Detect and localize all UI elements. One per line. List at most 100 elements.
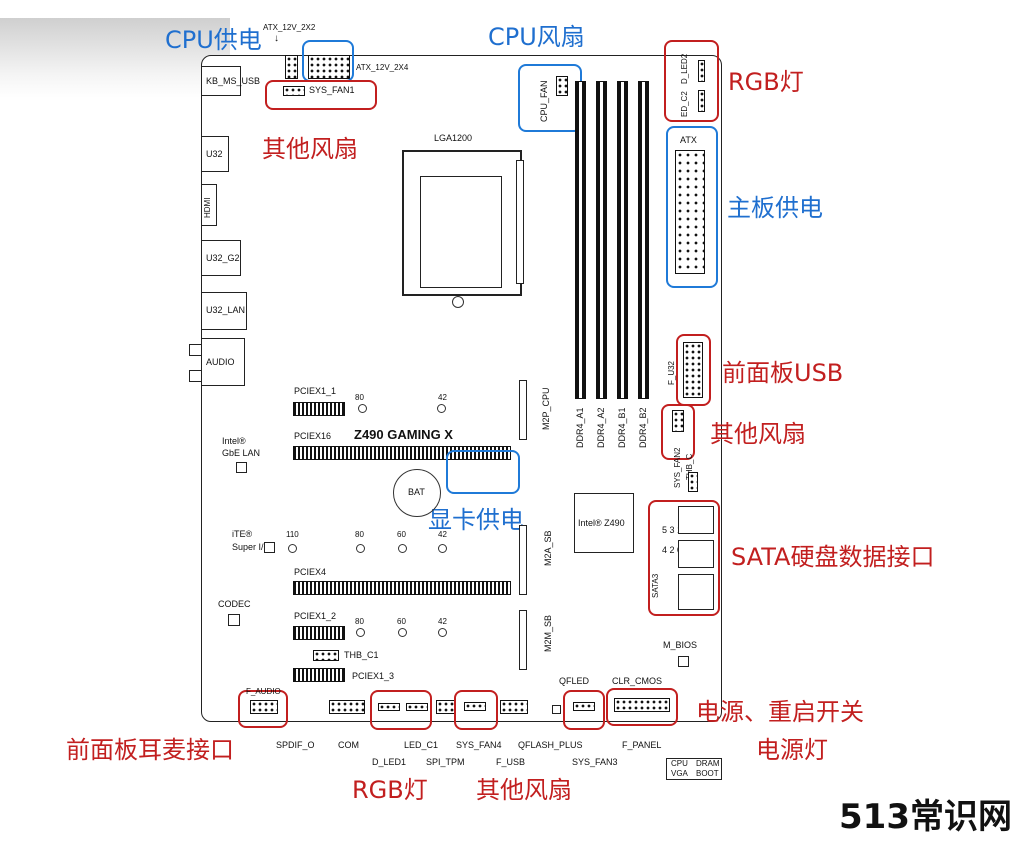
m-bios-label: M_BIOS	[663, 640, 698, 650]
dimm-slot-a1	[575, 81, 586, 399]
super-io-label: Super I/O	[232, 542, 271, 552]
atx-12v-2x2-arrow: ↓	[274, 33, 279, 44]
f-u32-label: F_U32	[667, 360, 676, 385]
sata-ports-top: 5 3 1	[662, 525, 683, 535]
dimm-slot-b1	[617, 81, 628, 399]
mount-hole-b	[437, 404, 446, 413]
spi-tpm-header	[436, 700, 456, 714]
board-model-label: Z490 GAMING X	[354, 427, 453, 442]
dimm-slot-b2	[638, 81, 649, 399]
m2p-cpu-label: M2P_CPU	[541, 387, 551, 430]
ddr4-a1-label: DDR4_A1	[575, 407, 585, 448]
cpu-fan-callout: CPU风扇	[488, 23, 585, 51]
gbe-lan-label: GbE LAN	[222, 448, 261, 458]
rgb-bottom-highlight	[370, 690, 432, 730]
mount-42-a: 42	[438, 393, 447, 402]
audio-jack-tab	[189, 344, 202, 356]
front-usb-highlight	[676, 334, 711, 406]
mount-80-c: 80	[355, 617, 364, 626]
dimm-slot-a2	[596, 81, 607, 399]
m-bios-chip	[678, 656, 689, 667]
d-led1-header	[378, 703, 400, 711]
watermark: 513常识网	[839, 797, 1012, 837]
pciex16-label: PCIEX16	[294, 431, 332, 441]
thb-c1-label: THB_C1	[344, 650, 379, 660]
debug-boot-label: BOOT	[696, 769, 719, 778]
hdmi-label: HDMI	[203, 197, 212, 218]
sata-port-3	[678, 574, 714, 610]
mount-60-c: 60	[397, 617, 406, 626]
pciex1-3-slot	[293, 668, 345, 682]
sata-port-1	[678, 506, 714, 534]
sys-fan1-highlight	[265, 80, 377, 110]
sys-fan4-header	[464, 702, 486, 711]
led-c1-header	[406, 703, 428, 711]
f-audio-highlight	[238, 690, 288, 728]
f-panel-header	[614, 698, 670, 712]
mount-hole-f	[438, 544, 447, 553]
sys-fan4-highlight	[454, 690, 498, 730]
f-usb-label: F_USB	[496, 757, 526, 767]
com-label: COM	[338, 740, 359, 750]
d-led2-header	[698, 60, 705, 82]
pciex1-2-label: PCIEX1_2	[294, 611, 337, 621]
atx-24pin-connector	[675, 150, 705, 274]
sys-fan3-highlight	[563, 690, 605, 730]
cpu-fan-connector	[556, 76, 568, 96]
f-panel-label: F_PANEL	[622, 740, 662, 750]
sys-fan2-header	[672, 410, 684, 432]
other-fan-right-callout: 其他风扇	[710, 420, 806, 448]
sata-ports-bottom: 4 2 0	[662, 545, 683, 555]
pciex1-2-slot	[293, 626, 345, 640]
sys-fan2-highlight	[661, 404, 695, 460]
rgb-bottom-callout: RGB灯	[352, 776, 428, 804]
f-u32-header	[683, 342, 703, 398]
sys-fan4-label: SYS_FAN4	[456, 740, 502, 750]
sys-fan2-label: SYS_FAN2	[673, 447, 682, 488]
mount-80-b: 80	[355, 530, 364, 539]
mount-hole-e	[398, 544, 407, 553]
rgb-top-highlight	[664, 40, 719, 122]
cpu-fan-highlight	[518, 64, 582, 132]
mount-80-a: 80	[355, 393, 364, 402]
lan-chip	[236, 462, 247, 473]
spi-tpm-label: SPI_TPM	[426, 757, 465, 767]
mount-110: 110	[286, 530, 299, 539]
qfled-label: QFLED	[559, 676, 590, 686]
cpu-power-highlight	[302, 40, 354, 82]
mount-42-c: 42	[438, 617, 447, 626]
cpu-socket-inner	[420, 176, 502, 288]
debug-led-legend	[666, 758, 722, 780]
pciex1-1-slot	[293, 402, 345, 416]
sys-fan1-connector	[283, 86, 305, 96]
other-fan-top-callout: 其他风扇	[262, 135, 358, 163]
atx-12v-2x2-connector	[285, 55, 298, 79]
atx-12v-2x4-label: ATX_12V_2X4	[356, 63, 409, 72]
socket-lever	[516, 160, 524, 284]
power-led-callout: 电源灯	[756, 736, 828, 764]
front-usb-callout: 前面板USB	[722, 359, 844, 387]
sys-fan3-label: SYS_FAN3	[572, 757, 618, 767]
mount-hole-g	[356, 628, 365, 637]
m2a-sb-slot	[519, 525, 527, 595]
power-reset-callout: 电源、重启开关	[696, 698, 864, 726]
thb-c1-header	[313, 650, 339, 661]
mount-60-b: 60	[397, 530, 406, 539]
ddr4-b1-label: DDR4_B1	[617, 407, 627, 448]
u32-lan-label: U32_LAN	[206, 305, 246, 315]
codec-label: CODEC	[218, 599, 251, 609]
d-led1-label: D_LED1	[372, 757, 407, 767]
pciex16-slot	[293, 446, 511, 460]
pciex1-1-label: PCIEX1_1	[294, 386, 337, 396]
u32-port	[201, 136, 229, 172]
u32-lan-port	[201, 292, 247, 330]
chipset	[574, 493, 634, 553]
qflash-plus-button	[552, 705, 561, 714]
chipset-label: Intel® Z490	[578, 518, 625, 528]
audio-jack-tab-2	[189, 370, 202, 382]
audio-label: AUDIO	[206, 357, 235, 367]
mount-hole-i	[438, 628, 447, 637]
front-audio-callout: 前面板耳麦接口	[66, 736, 234, 764]
rgb-top-callout: RGB灯	[728, 68, 804, 96]
kb-ms-usb-port	[201, 66, 241, 96]
